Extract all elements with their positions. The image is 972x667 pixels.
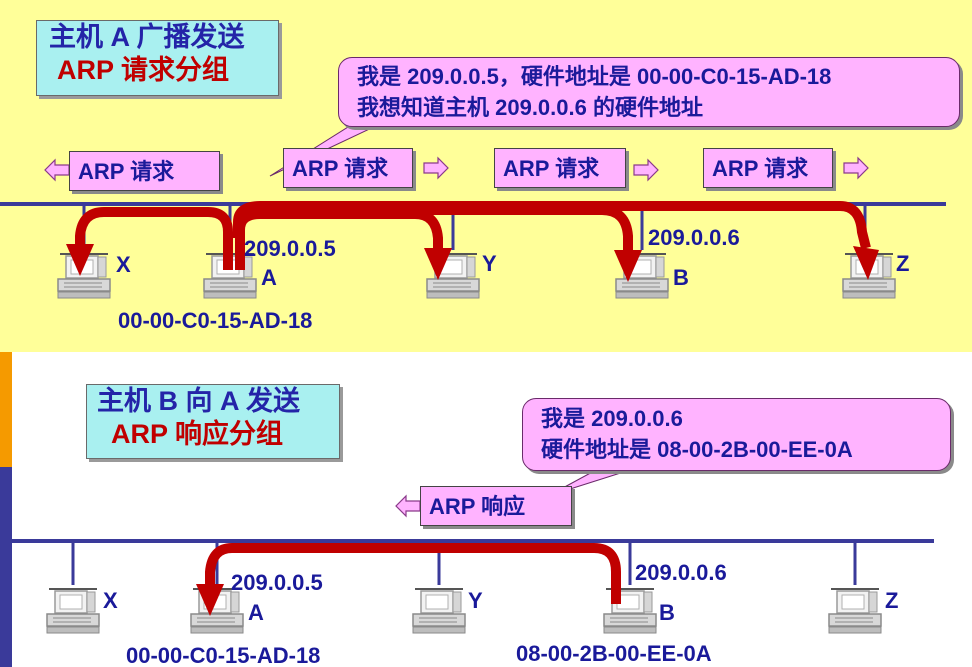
host-label-b: B bbox=[673, 265, 689, 290]
host-label-a: A bbox=[248, 600, 264, 625]
response-title-line1: 主机 B 向 A 发送 bbox=[97, 386, 301, 416]
host-label-b: B bbox=[659, 600, 675, 625]
request-callout-line1: 我是 209.0.0.5，硬件地址是 00-00-C0-15-AD-18 bbox=[357, 64, 832, 89]
ip-address-b: 209.0.0.6 bbox=[635, 560, 727, 585]
arp-request-packet: ARP 请求 bbox=[283, 148, 413, 188]
packet-direction-right-icon bbox=[423, 157, 449, 179]
packet-direction-left-icon bbox=[44, 159, 70, 181]
ip-address-a: 209.0.0.5 bbox=[244, 236, 336, 261]
arp-response-packet: ARP 响应 bbox=[420, 486, 572, 526]
mac-address-a: 00-00-C0-15-AD-18 bbox=[118, 308, 313, 333]
packet-direction-right-icon bbox=[843, 157, 869, 179]
response-title-box: 主机 B 向 A 发送 ARP 响应分组 bbox=[86, 384, 340, 459]
response-callout-line2: 硬件地址是 08-00-2B-00-EE-0A bbox=[541, 437, 853, 462]
host-label-a: A bbox=[261, 265, 277, 290]
request-title-box: 主机 A 广播发送 ARP 请求分组 bbox=[36, 20, 279, 96]
request-title-line1: 主机 A 广播发送 bbox=[49, 22, 245, 52]
host-label-z: Z bbox=[885, 588, 899, 613]
response-title-line2: ARP 响应分组 bbox=[111, 419, 284, 449]
host-label-y: Y bbox=[482, 251, 497, 276]
request-title-line2: ARP 请求分组 bbox=[57, 55, 230, 85]
unicast-reply-arrowhead bbox=[196, 584, 224, 616]
arp-request-packet-left: ARP 请求 bbox=[69, 151, 220, 191]
request-callout: 我是 209.0.0.5，硬件地址是 00-00-C0-15-AD-18 我想知… bbox=[338, 57, 960, 127]
broadcast-arrows bbox=[75, 201, 871, 270]
ip-address-b: 209.0.0.6 bbox=[648, 225, 740, 250]
left-accent-strip-blue bbox=[0, 467, 12, 667]
request-callout-line2: 我想知道主机 209.0.0.6 的硬件地址 bbox=[357, 95, 703, 120]
computer-icon-z-bottom bbox=[828, 587, 882, 634]
response-callout: 我是 209.0.0.6 硬件地址是 08-00-2B-00-EE-0A bbox=[522, 398, 951, 471]
left-accent-strip-orange bbox=[0, 352, 12, 467]
host-label-z: Z bbox=[896, 251, 910, 276]
ip-address-a: 209.0.0.5 bbox=[231, 570, 323, 595]
unicast-reply-arrow bbox=[205, 543, 621, 604]
computer-icon-x-bottom bbox=[46, 587, 100, 634]
mac-address-b: 08-00-2B-00-EE-0A bbox=[516, 641, 712, 666]
arp-request-packet: ARP 请求 bbox=[494, 148, 626, 188]
host-label-y: Y bbox=[468, 588, 483, 613]
mac-address-a: 00-00-C0-15-AD-18 bbox=[126, 643, 321, 667]
host-label-x: X bbox=[116, 252, 131, 277]
arp-request-packet: ARP 请求 bbox=[703, 148, 833, 188]
host-label-x: X bbox=[103, 588, 118, 613]
response-callout-line1: 我是 209.0.0.6 bbox=[541, 406, 683, 431]
packet-direction-left-icon bbox=[395, 495, 421, 517]
computer-icon-y-bottom bbox=[412, 587, 466, 634]
packet-direction-right-icon bbox=[633, 159, 659, 181]
broadcast-arrowheads bbox=[66, 244, 879, 282]
